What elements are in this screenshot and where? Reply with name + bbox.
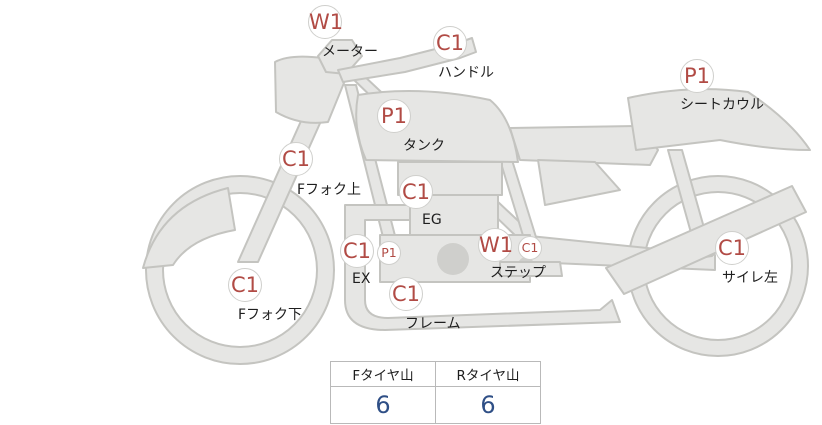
badge-exhaust: C1 [340, 234, 374, 268]
label-front-fork-lower: Fフォク下 [238, 307, 303, 323]
label-front-fork-upper: Fフォク上 [297, 182, 362, 198]
label-step: ステップ [490, 265, 546, 281]
label-frame: フレーム [405, 316, 461, 332]
meter-shape [317, 39, 363, 75]
badge-muffler-left: C1 [715, 231, 749, 265]
side-cover [537, 159, 621, 206]
label-handle: ハンドル [438, 65, 494, 81]
label-exhaust: EX [352, 271, 371, 287]
badge-step: W1 [478, 228, 513, 262]
badge-exhaust-secondary: P1 [377, 241, 401, 265]
front-tire-tread-value: 6 [330, 386, 436, 424]
badge-engine: C1 [399, 175, 433, 209]
seat-cowl-shape [627, 88, 811, 151]
badge-front-fork-lower: C1 [228, 268, 262, 302]
front-tire-tread-header: Fタイヤ山 [330, 361, 436, 387]
label-meter: メーター [322, 44, 378, 60]
badge-handle: C1 [433, 26, 467, 60]
badge-frame: C1 [389, 277, 423, 311]
muffler [605, 185, 807, 295]
label-seat-cowl: シートカウル [680, 97, 764, 113]
badge-meter: W1 [308, 5, 343, 39]
badge-seat-cowl: P1 [680, 59, 714, 93]
foot-step [499, 261, 563, 277]
badge-front-fork-upper: C1 [279, 142, 313, 176]
rear-tire-tread-header: Rタイヤ山 [435, 361, 541, 387]
label-muffler-left: サイレ左 [722, 270, 778, 286]
badge-step-secondary: C1 [518, 236, 542, 260]
badge-tank: P1 [377, 99, 411, 133]
exhaust-pipe [344, 204, 621, 331]
rear-tire-tread-value: 6 [435, 386, 541, 424]
tire-tread-table: Fタイヤ山 Rタイヤ山 6 6 [330, 361, 541, 424]
label-engine: EG [422, 212, 442, 228]
label-tank: タンク [403, 138, 445, 154]
tread-header-row: Fタイヤ山 Rタイヤ山 [330, 361, 541, 387]
seat [509, 125, 659, 166]
tread-value-row: 6 6 [330, 386, 541, 424]
